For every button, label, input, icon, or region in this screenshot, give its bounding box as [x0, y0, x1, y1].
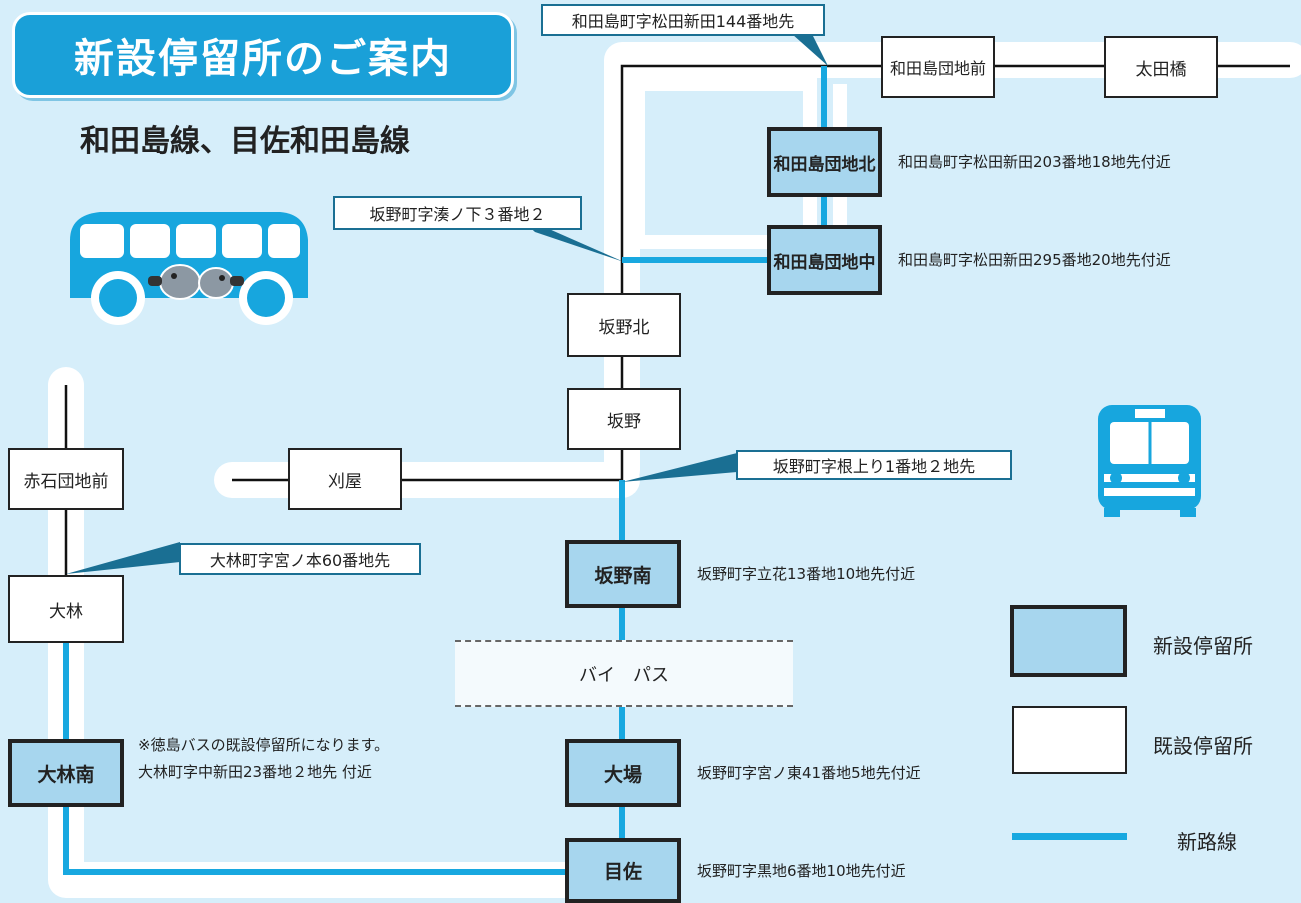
stop-wadajima-danchikita: 和田島団地北	[767, 127, 882, 197]
address-mesa: 坂野町字黒地6番地10地先付近	[697, 862, 906, 880]
stop-obayashi: 大林	[8, 575, 124, 643]
address-wadajima-danchinaka: 和田島町字松田新田295番地20地先付近	[898, 251, 1171, 269]
legend-existing-stop-label: 既設停留所	[1153, 734, 1253, 758]
bus-front-icon	[1098, 405, 1201, 517]
loop-inner-background	[638, 84, 810, 242]
address-sakanominami: 坂野町字立花13番地10地先付近	[697, 565, 916, 583]
stop-sakanokita: 坂野北	[567, 293, 681, 357]
new-route-west	[63, 640, 622, 875]
address-wadajima-danchikita: 和田島町字松田新田203番地18地先付近	[898, 153, 1171, 171]
stop-sakano: 坂野	[567, 388, 681, 450]
bypass-road: バイ パス	[455, 640, 793, 707]
route-subtitle: 和田島線、目佐和田島線	[80, 124, 410, 159]
pointer-matsuda144	[792, 34, 828, 66]
page-title: 新設停留所のご案内	[12, 12, 514, 98]
legend-existing-stop-swatch	[1012, 706, 1127, 774]
callout-minato-no-shita: 坂野町字湊ノ下３番地２	[333, 196, 582, 230]
note-existing-tokushima-bus: ※徳島バスの既設停留所になります。	[138, 736, 390, 754]
stop-karaya: 刈屋	[288, 448, 402, 510]
stop-wadajima-danchimae: 和田島団地前	[881, 36, 995, 98]
stop-mesa: 目佐	[565, 838, 681, 903]
stop-otabashi: 太田橋	[1104, 36, 1218, 98]
legend-new-route-label: 新路線	[1177, 830, 1237, 854]
legend-new-stop-label: 新設停留所	[1153, 634, 1253, 658]
legend-new-route-swatch	[1012, 833, 1127, 840]
address-oba: 坂野町字宮ノ東41番地5地先付近	[697, 764, 921, 782]
pointer-miyanomoto	[66, 542, 180, 574]
stop-akaishi-danchimae: 赤石団地前	[8, 448, 124, 510]
callout-matsuda-144: 和田島町字松田新田144番地先	[541, 4, 825, 36]
stop-obayashi-minami: 大林南	[8, 739, 124, 807]
legend-new-stop-swatch	[1010, 605, 1127, 677]
callout-miya-no-moto: 大林町字宮ノ本60番地先	[179, 543, 421, 575]
stop-oba: 大場	[565, 739, 681, 807]
pointer-neagari	[622, 453, 737, 482]
callout-neagari: 坂野町字根上り1番地２地先	[736, 450, 1012, 480]
stop-wadajima-danchinaka: 和田島団地中	[767, 225, 882, 295]
stop-sakanominami: 坂野南	[565, 540, 681, 608]
bus-side-icon	[70, 212, 308, 325]
address-obayashi-minami: 大林町字中新田23番地２地先 付近	[138, 763, 372, 781]
